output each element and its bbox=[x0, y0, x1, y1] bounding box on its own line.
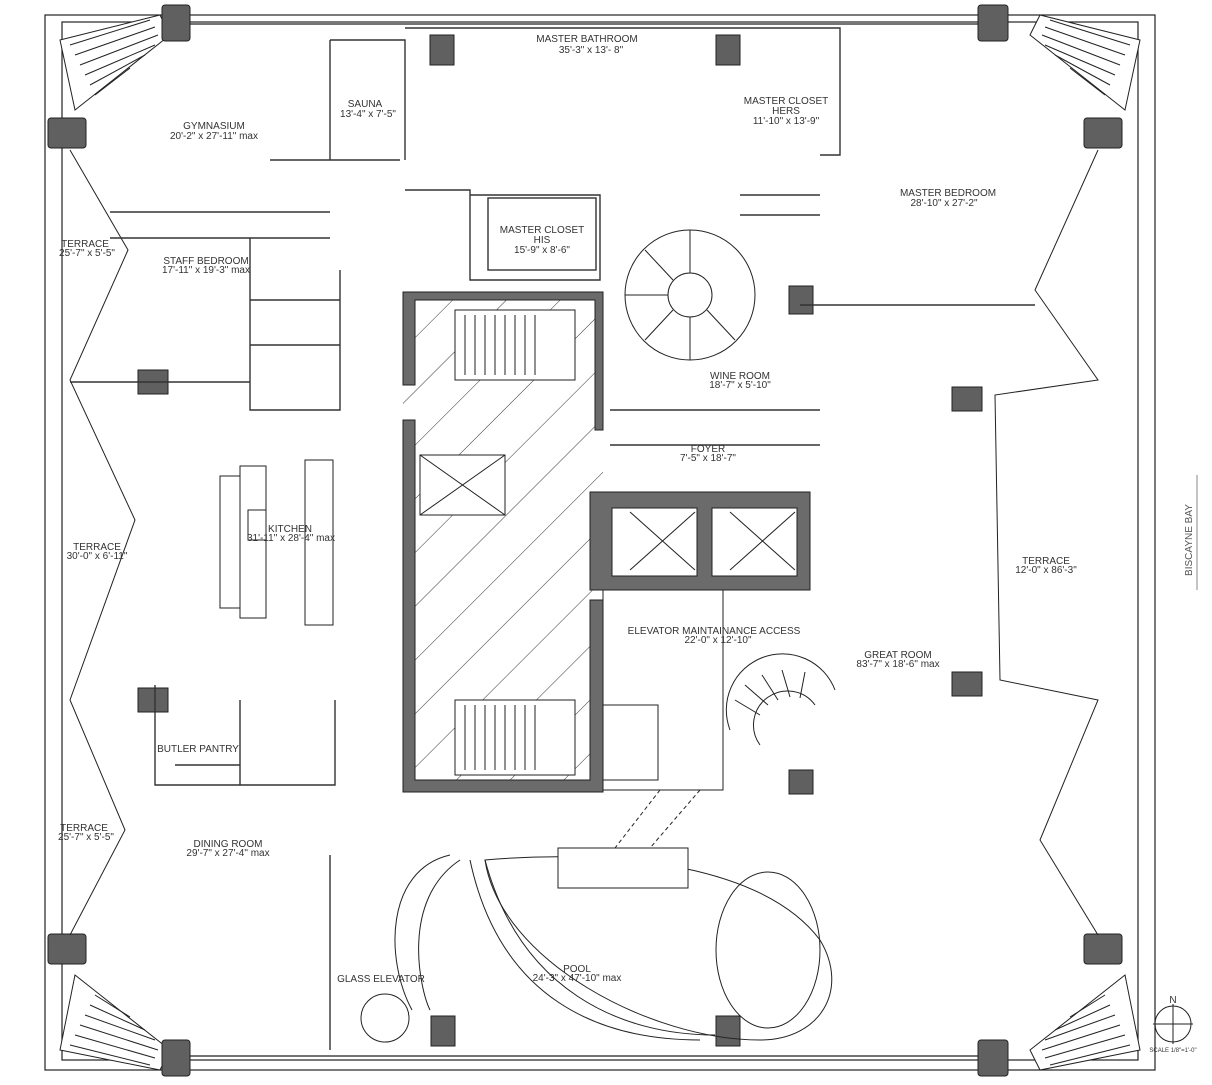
dims-master-closet-his: 15'-9" x 8'-6" bbox=[514, 245, 570, 256]
label-glass-elevator: GLASS ELEVATOR bbox=[337, 974, 425, 985]
label-terrace-sw: TERRACE bbox=[60, 823, 108, 834]
corner-fin-nw bbox=[59, 14, 171, 111]
biscayne-bay-label: BISCAYNE BAY bbox=[1184, 504, 1195, 576]
label-terrace-nw: TERRACE bbox=[61, 239, 109, 250]
dims-great-room: 83'-7" x 18'-6" max bbox=[856, 659, 939, 670]
north-label: N bbox=[1169, 995, 1176, 1006]
elevator-bank bbox=[589, 491, 811, 791]
corner-fin-sw bbox=[59, 974, 171, 1071]
glass-elevator-path bbox=[614, 789, 701, 849]
label-master-closet-hers: MASTER CLOSET bbox=[744, 96, 828, 107]
label-master-bathroom: MASTER BATHROOM bbox=[536, 34, 637, 45]
label-terrace-e: TERRACE bbox=[1022, 556, 1070, 567]
dims-sauna: 13'-4" x 7'-5" bbox=[340, 109, 396, 120]
annotations: BISCAYNE BAY N SCALE 1/8"=1'-0" bbox=[1149, 475, 1198, 1054]
dims-terrace-nw: 25'-7" x 5'-5" bbox=[59, 248, 115, 259]
label-great-room: GREAT ROOM bbox=[864, 650, 931, 661]
dims-wine-room: 18'-7" x 5'-10" bbox=[709, 380, 771, 391]
kitchen-island bbox=[219, 459, 334, 626]
exterior-walls bbox=[44, 14, 1156, 1071]
corner-fin-ne bbox=[1029, 14, 1141, 111]
label-sauna: SAUNA bbox=[348, 99, 383, 110]
terrace-railings bbox=[69, 149, 1099, 936]
scale-label: SCALE 1/8"=1'-0" bbox=[1149, 1048, 1196, 1054]
interior-walls bbox=[70, 27, 1035, 1050]
dims-terrace-w: 30'-0" x 6'-11" bbox=[67, 551, 128, 562]
label-master-closet-his: MASTER CLOSET bbox=[500, 225, 584, 236]
dims-foyer: 7'-5" x 18'-7" bbox=[680, 453, 736, 464]
building-core bbox=[402, 291, 604, 793]
label-foyer: FOYER bbox=[691, 444, 725, 455]
dims-dining-room: 29'-7" x 27'-4" max bbox=[186, 848, 269, 859]
label-master-closet-his-2: HIS bbox=[534, 235, 551, 246]
label-wine-room: WINE ROOM bbox=[710, 371, 770, 382]
label-master-bedroom: MASTER BEDROOM bbox=[900, 188, 996, 199]
label-gymnasium: GYMNASIUM bbox=[183, 121, 245, 132]
columns bbox=[47, 4, 1123, 1077]
room-labels: MASTER BATHROOM 35'-3" x 13'- 8" SAUNA 1… bbox=[58, 34, 1077, 985]
dims-master-bathroom: 35'-3" x 13'- 8" bbox=[559, 45, 624, 56]
label-butler-pantry: BUTLER PANTRY bbox=[157, 744, 239, 755]
label-dining-room: DINING ROOM bbox=[194, 839, 263, 850]
dims-terrace-e: 12'-0" x 86'-3" bbox=[1015, 565, 1077, 576]
label-elevator-maintenance: ELEVATOR MAINTAINANCE ACCESS bbox=[628, 626, 801, 637]
north-arrow-icon: N bbox=[1153, 995, 1193, 1044]
dims-gymnasium: 20'-2" x 27'-11" max bbox=[170, 131, 258, 142]
label-kitchen: KITCHEN bbox=[268, 524, 312, 535]
label-pool: POOL bbox=[563, 964, 591, 975]
corner-fin-se bbox=[1029, 974, 1141, 1071]
dims-pool: 24'-3" x 47'-10" max bbox=[533, 973, 622, 984]
pool bbox=[360, 847, 833, 1043]
spiral-stairs bbox=[624, 229, 836, 746]
label-terrace-w: TERRACE bbox=[73, 542, 121, 553]
dims-terrace-sw: 25'-7" x 5'-5" bbox=[58, 832, 114, 843]
dims-kitchen: 31'-11" x 28'-4" max bbox=[247, 533, 335, 544]
label-master-closet-hers-2: HERS bbox=[772, 106, 800, 117]
dims-staff-bedroom: 17'-11" x 19'-3" max bbox=[162, 265, 250, 276]
dims-elevator-maintenance: 22'-0" x 12'-10" bbox=[684, 635, 752, 646]
dims-master-bedroom: 28'-10" x 27'-2" bbox=[910, 198, 978, 209]
dims-master-closet-hers: 11'-10" x 13'-9" bbox=[753, 116, 820, 127]
corner-fins bbox=[59, 14, 1141, 1071]
label-staff-bedroom: STAFF BEDROOM bbox=[163, 256, 248, 267]
